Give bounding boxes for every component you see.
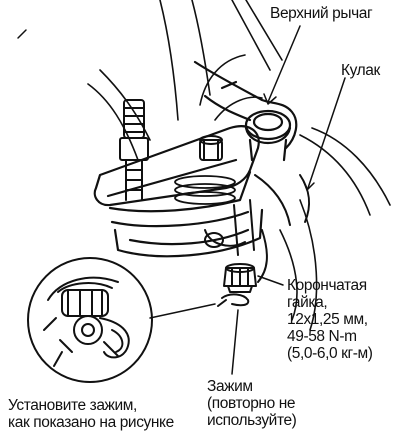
body-frame — [87, 0, 391, 331]
leader-upper-arm-arrow — [263, 93, 277, 105]
castle-nut-shape — [223, 263, 257, 293]
clip-label: Зажим (повторно не используйте) — [207, 378, 297, 429]
leader-knuckle-arrow — [302, 179, 315, 191]
clip-note: используйте) — [207, 412, 297, 429]
castle-nut-size: 12x1,25 мм, — [287, 311, 368, 328]
tool-lower-jaw — [204, 199, 255, 256]
castle-nut-torque: 49-58 N-m — [287, 328, 357, 345]
leader-castle-nut — [257, 275, 284, 286]
knuckle-label: Кулак — [341, 62, 380, 79]
upper-arm-shape — [193, 60, 298, 150]
clip-note: (повторно не — [207, 395, 296, 412]
castle-nut-line: гайка, — [287, 294, 328, 311]
leader-upper-arm — [267, 25, 301, 103]
castle-nut-label: Корончатая гайка, 12x1,25 мм, 49-58 N-m … — [287, 277, 373, 362]
tool-bolt — [119, 99, 149, 201]
castle-nut-torque-kgm: (5,0-6,0 кг-м) — [287, 345, 373, 362]
leader-lines — [149, 25, 346, 375]
upper-arm-label: Верхний рычаг — [270, 5, 373, 22]
center-nut — [199, 135, 223, 161]
install-note-label: Установите зажим, как показано на рисунк… — [8, 397, 174, 431]
install-note-line: как показано на рисунке — [8, 414, 174, 431]
corner-tick — [17, 29, 27, 39]
install-note-line: Установите зажим, — [8, 397, 137, 414]
leader-knuckle — [307, 77, 346, 189]
clip-shape — [217, 293, 250, 307]
castle-nut-line: Корончатая — [287, 277, 367, 294]
leader-install — [149, 303, 216, 319]
clip-title: Зажим — [207, 378, 253, 395]
ball-joint-top — [244, 109, 292, 162]
tool-spring — [174, 175, 236, 205]
detail-inset — [27, 257, 153, 383]
leader-clip — [231, 309, 239, 375]
knuckle-shape — [254, 174, 311, 283]
